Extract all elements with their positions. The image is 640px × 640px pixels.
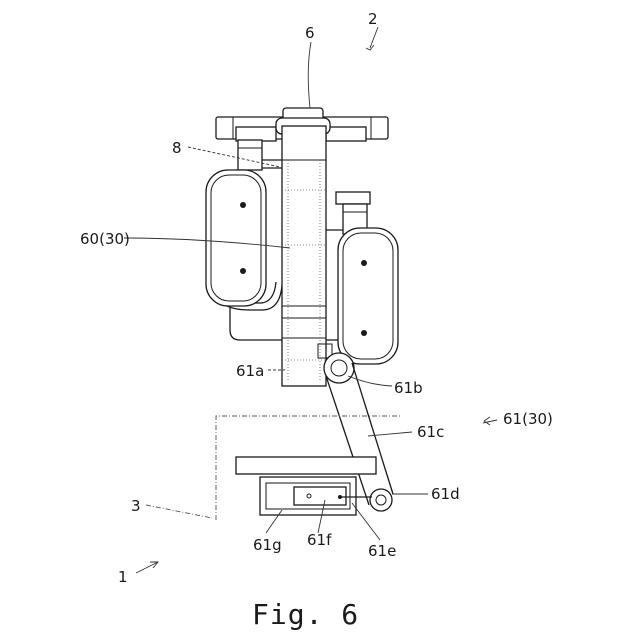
- label-61c: 61c: [417, 423, 444, 441]
- lower-pivot-joint: [370, 489, 392, 511]
- label-61g: 61g: [253, 536, 282, 554]
- figure-caption: Fig. 6: [252, 598, 359, 631]
- label-61e: 61e: [368, 542, 396, 560]
- label-1: 1: [118, 568, 128, 586]
- label-2: 2: [368, 10, 378, 28]
- label-61d: 61d: [431, 485, 460, 503]
- label-60-30: 60(30): [80, 230, 130, 248]
- label-61b: 61b: [394, 379, 423, 397]
- label-61-30: 61(30): [503, 410, 553, 428]
- label-61a: 61a: [236, 362, 264, 380]
- left-cushion-pad: [206, 170, 266, 306]
- right-cushion-pad: [338, 228, 398, 364]
- label-6: 6: [305, 24, 315, 42]
- label-8: 8: [172, 139, 182, 157]
- label-61f: 61f: [307, 531, 332, 549]
- label-3: 3: [131, 497, 141, 515]
- upper-pivot-joint: [324, 353, 354, 383]
